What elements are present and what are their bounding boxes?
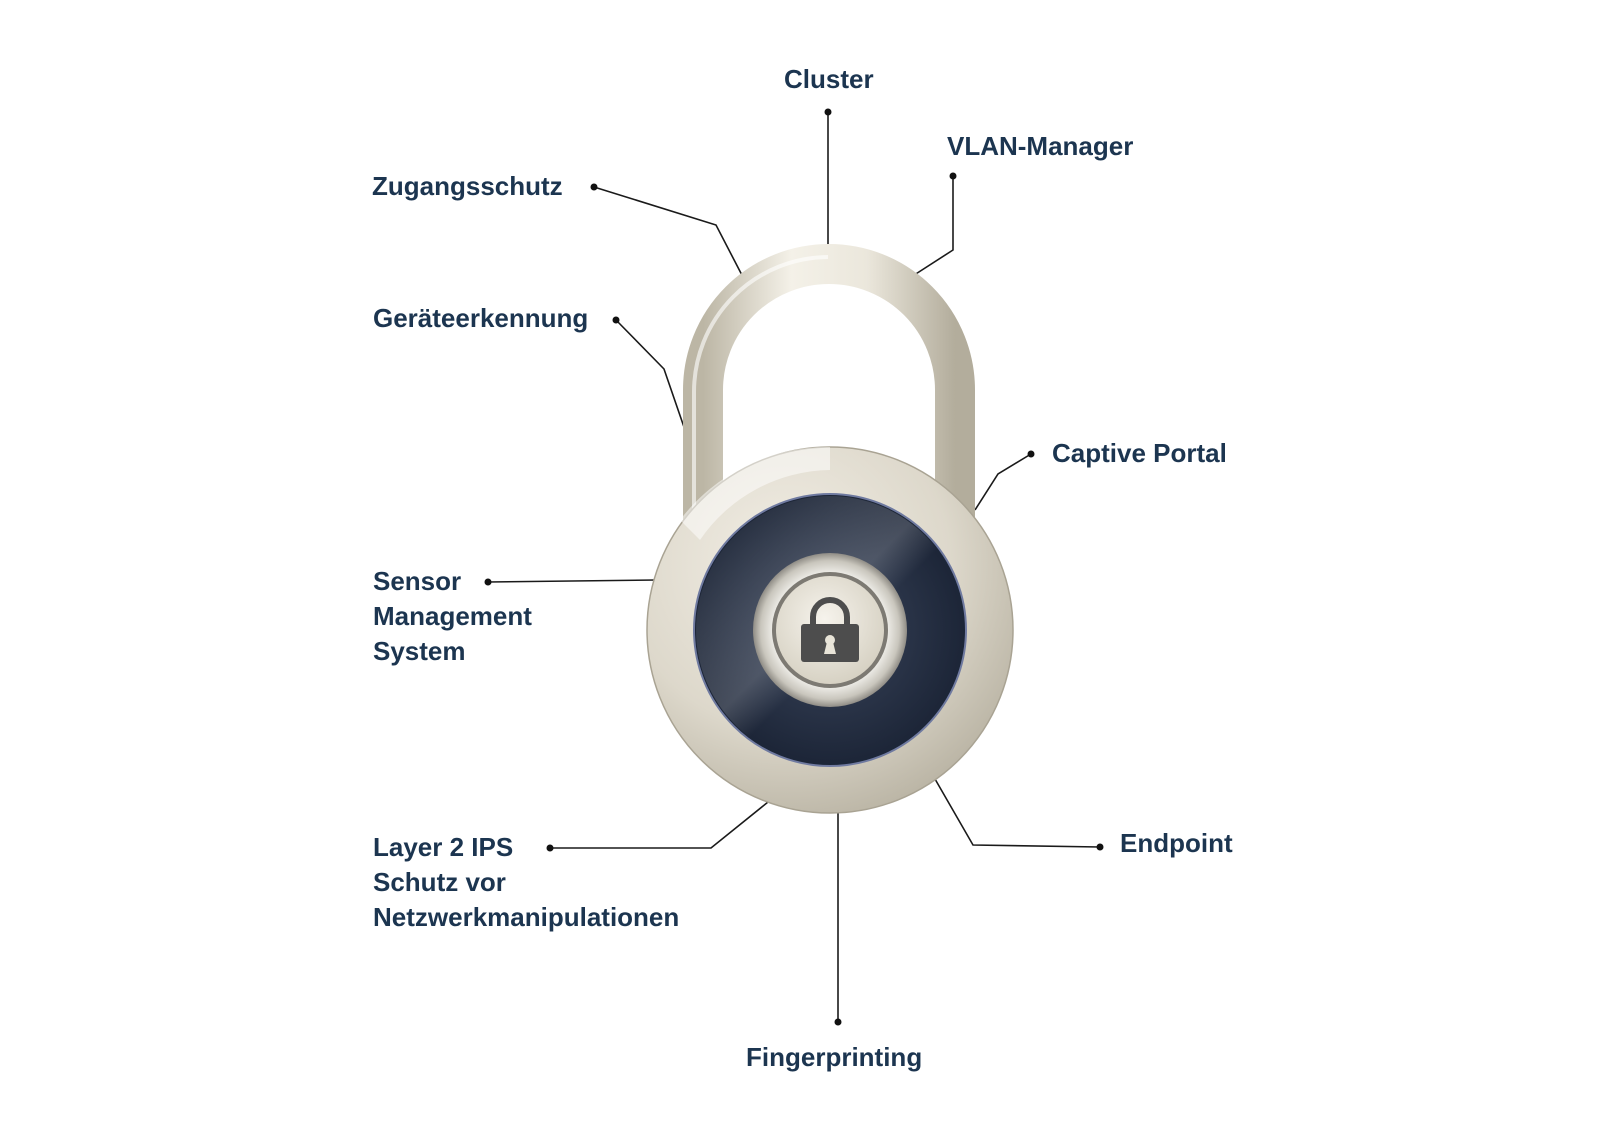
leader-dot-endpoint — [1096, 843, 1104, 851]
feature-label-line: Fingerprinting — [746, 1042, 923, 1072]
feature-label-line: Sensor — [373, 566, 462, 596]
feature-label-vlan-manager: VLAN-Manager — [947, 129, 1133, 164]
leader-layer2 — [550, 801, 769, 849]
feature-label-line: Management — [373, 601, 532, 631]
leader-dot-cluster — [824, 108, 832, 116]
leader-captive — [974, 453, 1032, 511]
leader-dot-zugang — [590, 183, 598, 191]
padlock-body-shine — [680, 446, 830, 540]
feature-label-line: Schutz vor — [373, 867, 506, 897]
leader-zugang — [593, 186, 746, 282]
feature-label-fingerprinting: Fingerprinting — [746, 1040, 922, 1075]
feature-label-layer2-ips: Layer 2 IPS Schutz vor Netzwerkmanipulat… — [373, 830, 679, 935]
padlock-face-edge — [693, 493, 967, 767]
leader-dot-geraete — [612, 316, 620, 324]
feature-label-line: Cluster — [784, 64, 874, 94]
padlock-icon — [801, 597, 859, 662]
feature-label-sensor-management: Sensor Management System — [373, 564, 532, 669]
leader-dot-captive — [1027, 450, 1035, 458]
feature-label-line: Endpoint — [1120, 828, 1233, 858]
feature-label-line: System — [373, 636, 466, 666]
leader-dot-sensor — [484, 578, 492, 586]
feature-label-line: Captive Portal — [1052, 438, 1227, 468]
leader-sensor — [487, 579, 657, 583]
padlock-shackle-highlight — [692, 255, 829, 510]
leader-vlan — [907, 176, 954, 280]
feature-label-geraeteerkennung: Geräteerkennung — [373, 301, 588, 336]
leader-lines — [484, 108, 1104, 1026]
feature-label-line: Zugangsschutz — [372, 171, 563, 201]
leader-endpoint — [934, 778, 1101, 848]
padlock-illustration — [646, 244, 1014, 814]
feature-label-endpoint: Endpoint — [1120, 826, 1233, 861]
leader-dot-vlan — [949, 172, 957, 180]
feature-label-line: Netzwerkmanipulationen — [373, 902, 680, 932]
feature-label-line: Layer 2 IPS — [373, 832, 514, 862]
feature-label-line: VLAN-Manager — [947, 131, 1134, 161]
leader-dot-finger — [834, 1018, 842, 1026]
leader-geraete — [615, 319, 686, 431]
feature-label-line: Geräteerkennung — [373, 303, 589, 333]
feature-label-captive-portal: Captive Portal — [1052, 436, 1227, 471]
feature-label-zugangsschutz: Zugangsschutz — [372, 169, 563, 204]
padlock-shackle — [683, 244, 975, 520]
feature-label-cluster: Cluster — [784, 62, 874, 97]
leader-dot-layer2 — [546, 844, 554, 852]
